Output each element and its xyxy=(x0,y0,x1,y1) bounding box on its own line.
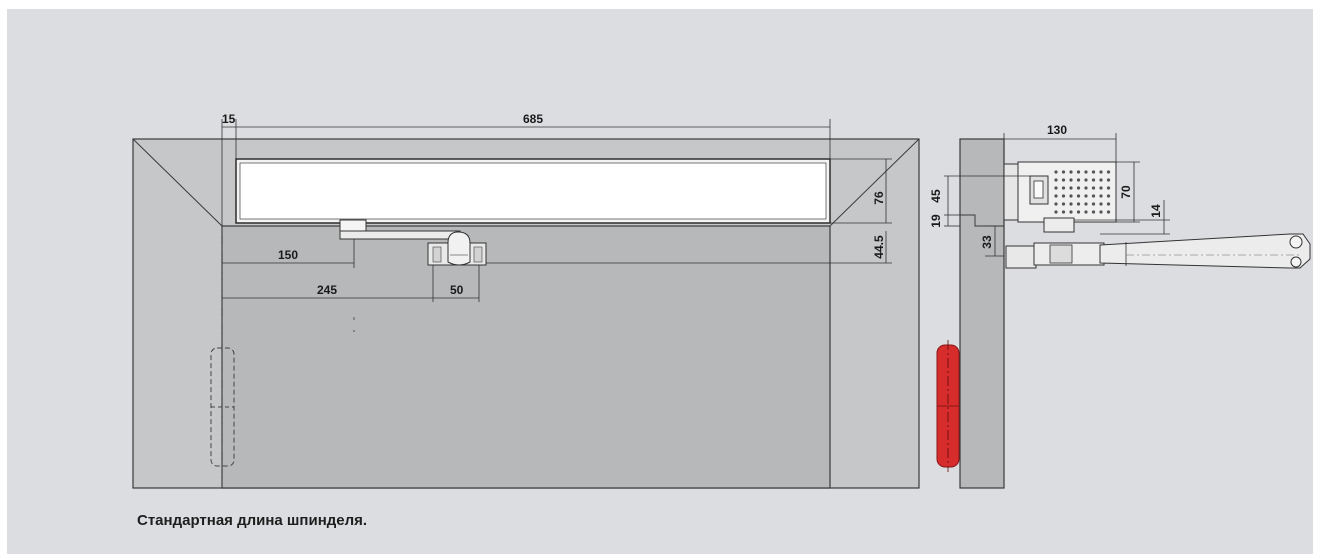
dim-body-height: 70 xyxy=(1119,185,1133,199)
dim-rail-height: 76 xyxy=(872,191,886,205)
dim-body-width: 50 xyxy=(450,283,464,297)
vent-dot xyxy=(1069,194,1073,198)
vent-dot xyxy=(1069,170,1073,174)
vent-dot xyxy=(1106,194,1111,198)
vent-dot xyxy=(1061,178,1066,182)
vent-dot xyxy=(1091,178,1096,182)
vent-dot xyxy=(1084,194,1088,198)
vent-dot xyxy=(1069,178,1073,182)
closer-body xyxy=(427,231,487,266)
vent-dot xyxy=(1076,170,1081,174)
side-view: 130 70 45 19 14 33 xyxy=(929,123,1311,489)
vent-dot xyxy=(1076,186,1081,190)
dim-arm-offset: 33 xyxy=(980,235,994,249)
vent-dot xyxy=(1054,186,1058,190)
vent-dot xyxy=(1099,178,1103,182)
vent-dot xyxy=(1061,210,1066,214)
dim-base-offset: 19 xyxy=(929,214,943,228)
vent-dot xyxy=(1106,186,1111,190)
vent-dot xyxy=(1091,186,1096,190)
vent-dot xyxy=(1084,210,1088,214)
caption: Стандартная длина шпинделя. xyxy=(137,512,368,529)
dim-arm-spacing: 14 xyxy=(1149,204,1163,218)
dim-mount-height: 45 xyxy=(929,189,943,203)
vent-dot xyxy=(1084,202,1088,206)
vent-dot xyxy=(1084,178,1088,182)
slide-rail-inner xyxy=(239,162,827,220)
dim-rail-length: 685 xyxy=(523,112,543,126)
closer-vent-dots xyxy=(1054,170,1111,214)
vent-dot xyxy=(1054,178,1058,182)
vent-dot xyxy=(1091,202,1096,206)
dim-body-offset: 245 xyxy=(317,283,337,297)
vent-dot xyxy=(1091,210,1096,214)
vent-dot xyxy=(1091,170,1096,174)
vent-dot xyxy=(1099,170,1103,174)
vent-dot xyxy=(1054,202,1058,206)
vent-dot xyxy=(1076,178,1081,182)
vent-dot xyxy=(1084,186,1088,190)
door-leaf xyxy=(221,225,831,489)
vent-dot xyxy=(1061,170,1066,174)
slider-block xyxy=(339,219,367,232)
vent-dot xyxy=(1061,186,1066,190)
vent-dot xyxy=(1099,202,1103,206)
hinge-side-red xyxy=(936,340,960,472)
vent-dot xyxy=(1106,210,1111,214)
vent-dot xyxy=(1099,186,1103,190)
dim-top-offset: 15 xyxy=(222,112,236,126)
vent-dot xyxy=(1054,170,1058,174)
vent-dot xyxy=(1061,202,1066,206)
vent-dot xyxy=(1069,202,1073,206)
vent-dot xyxy=(1069,210,1073,214)
vent-dot xyxy=(1106,178,1111,182)
vent-dot xyxy=(1054,210,1058,214)
dim-arm-horizontal: 150 xyxy=(278,248,298,262)
vent-dot xyxy=(1069,186,1073,190)
hinge-hidden xyxy=(210,226,235,488)
vent-dot xyxy=(1054,194,1058,198)
side-dimension-lines xyxy=(944,133,1170,257)
vent-dot xyxy=(1091,194,1096,198)
frame-miter-left xyxy=(132,138,223,227)
front-dimension-lines xyxy=(221,119,892,302)
frame-section xyxy=(959,138,1005,489)
vent-dot xyxy=(1106,202,1111,206)
front-view: 15 685 76 44.5 150 245 50 xyxy=(132,112,920,489)
dim-arm-vertical: 44.5 xyxy=(872,235,886,259)
vent-dot xyxy=(1099,210,1103,214)
vent-dot xyxy=(1106,170,1111,174)
vent-dot xyxy=(1076,202,1081,206)
closer-arm xyxy=(339,230,461,240)
vent-dot xyxy=(1084,170,1088,174)
dim-depth: 130 xyxy=(1047,123,1067,137)
vent-dot xyxy=(1076,194,1081,198)
vent-dot xyxy=(1076,210,1081,214)
frame-miter-right xyxy=(829,138,920,227)
closer-side-arm xyxy=(1033,233,1311,269)
vent-dot xyxy=(1099,194,1103,198)
vent-dot xyxy=(1061,194,1066,198)
